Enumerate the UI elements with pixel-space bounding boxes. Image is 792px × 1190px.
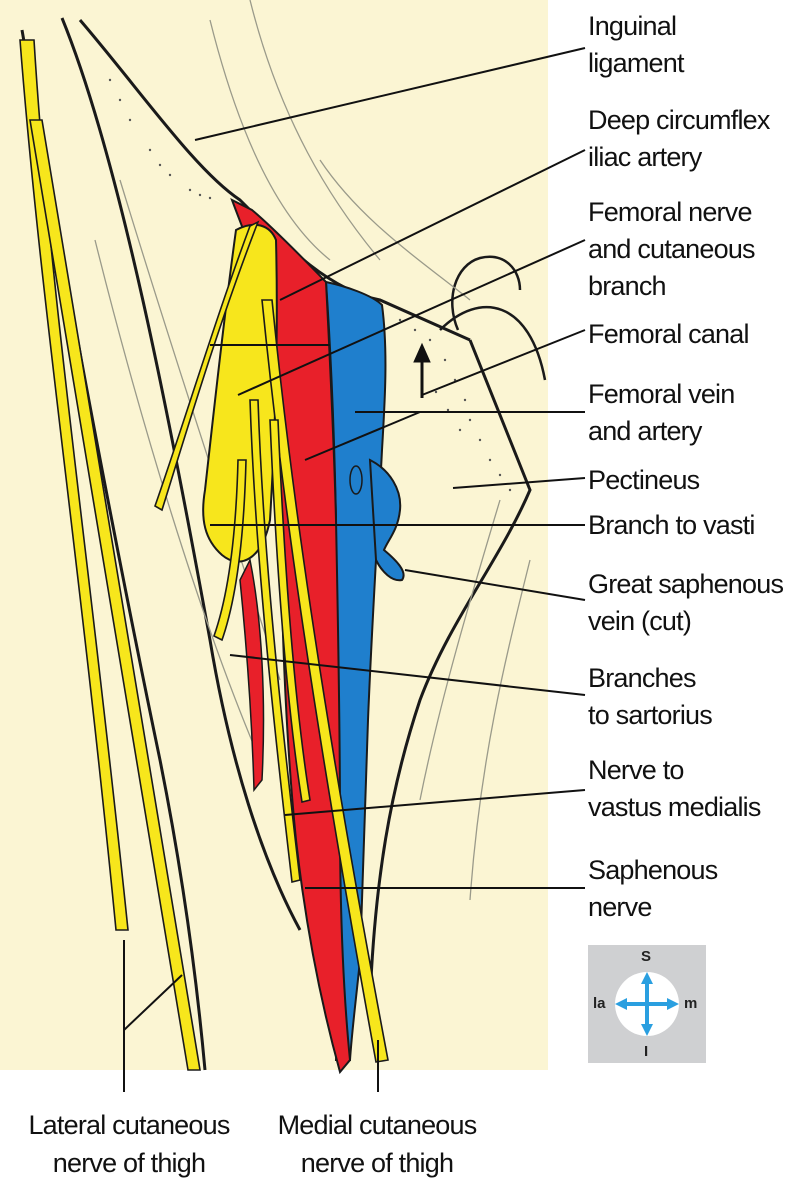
- compass-superior: S: [641, 948, 651, 965]
- label-femoral-canal: Femoral canal: [588, 316, 749, 353]
- label-pectineus: Pectineus: [588, 462, 699, 499]
- compass-medial: m: [684, 995, 697, 1012]
- compass-lateral: la: [593, 995, 606, 1012]
- compass-inferior: I: [644, 1043, 648, 1060]
- label-branch-to-vasti: Branch to vasti: [588, 507, 755, 544]
